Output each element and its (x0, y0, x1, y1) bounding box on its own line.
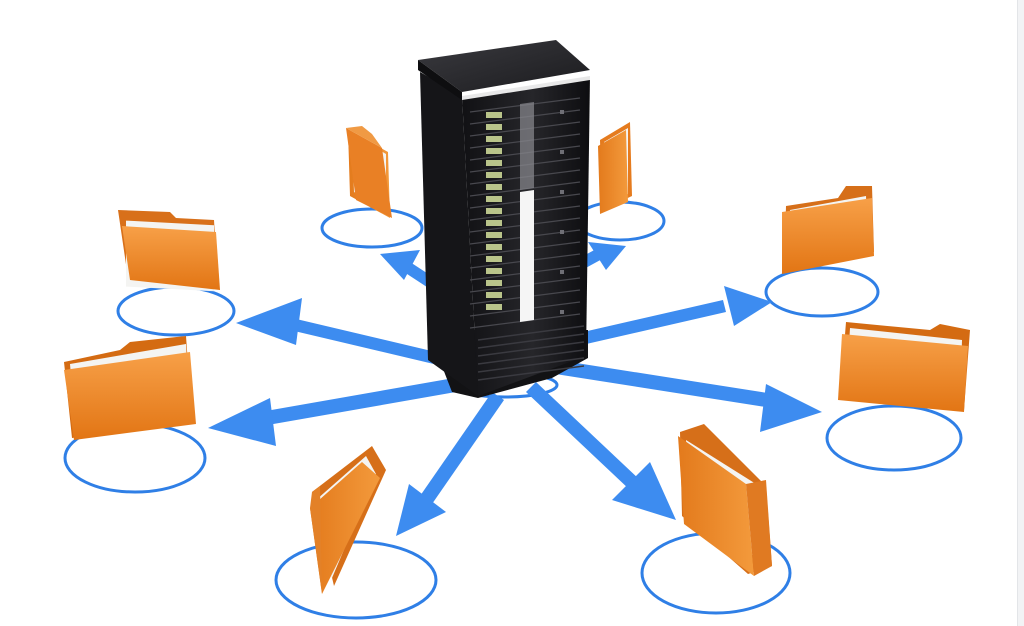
ring-right-lower (825, 404, 963, 472)
folder-top-right (598, 122, 632, 214)
folders (64, 122, 970, 594)
page-edge (1017, 0, 1024, 626)
arrow-right-lower (530, 356, 822, 432)
server-vents (477, 325, 585, 381)
server-top (418, 40, 590, 92)
server-tower (418, 40, 590, 398)
server-highlight (462, 74, 590, 100)
ring-left-upper (116, 285, 236, 337)
folder-bottom-right (678, 424, 772, 576)
folder-left-upper (118, 210, 220, 292)
folder-right-upper (782, 186, 874, 274)
arrow-bottom-left (396, 392, 504, 536)
arrow-bottom-right (526, 382, 676, 520)
folder-top-left (346, 126, 392, 218)
arrow-right-upper (557, 286, 772, 350)
folder-right-lower (838, 322, 970, 412)
ring-right-upper (764, 266, 880, 318)
server-light-strip (520, 190, 534, 322)
server-front (420, 72, 478, 396)
folder-left-lower (64, 336, 196, 440)
ring-top-left (320, 207, 424, 249)
folder-bottom-left (310, 446, 386, 594)
arrow-left-lower (208, 372, 490, 446)
ring-bottom-left (274, 540, 438, 620)
drive-bays (469, 97, 581, 329)
ring-top-right (574, 200, 666, 242)
